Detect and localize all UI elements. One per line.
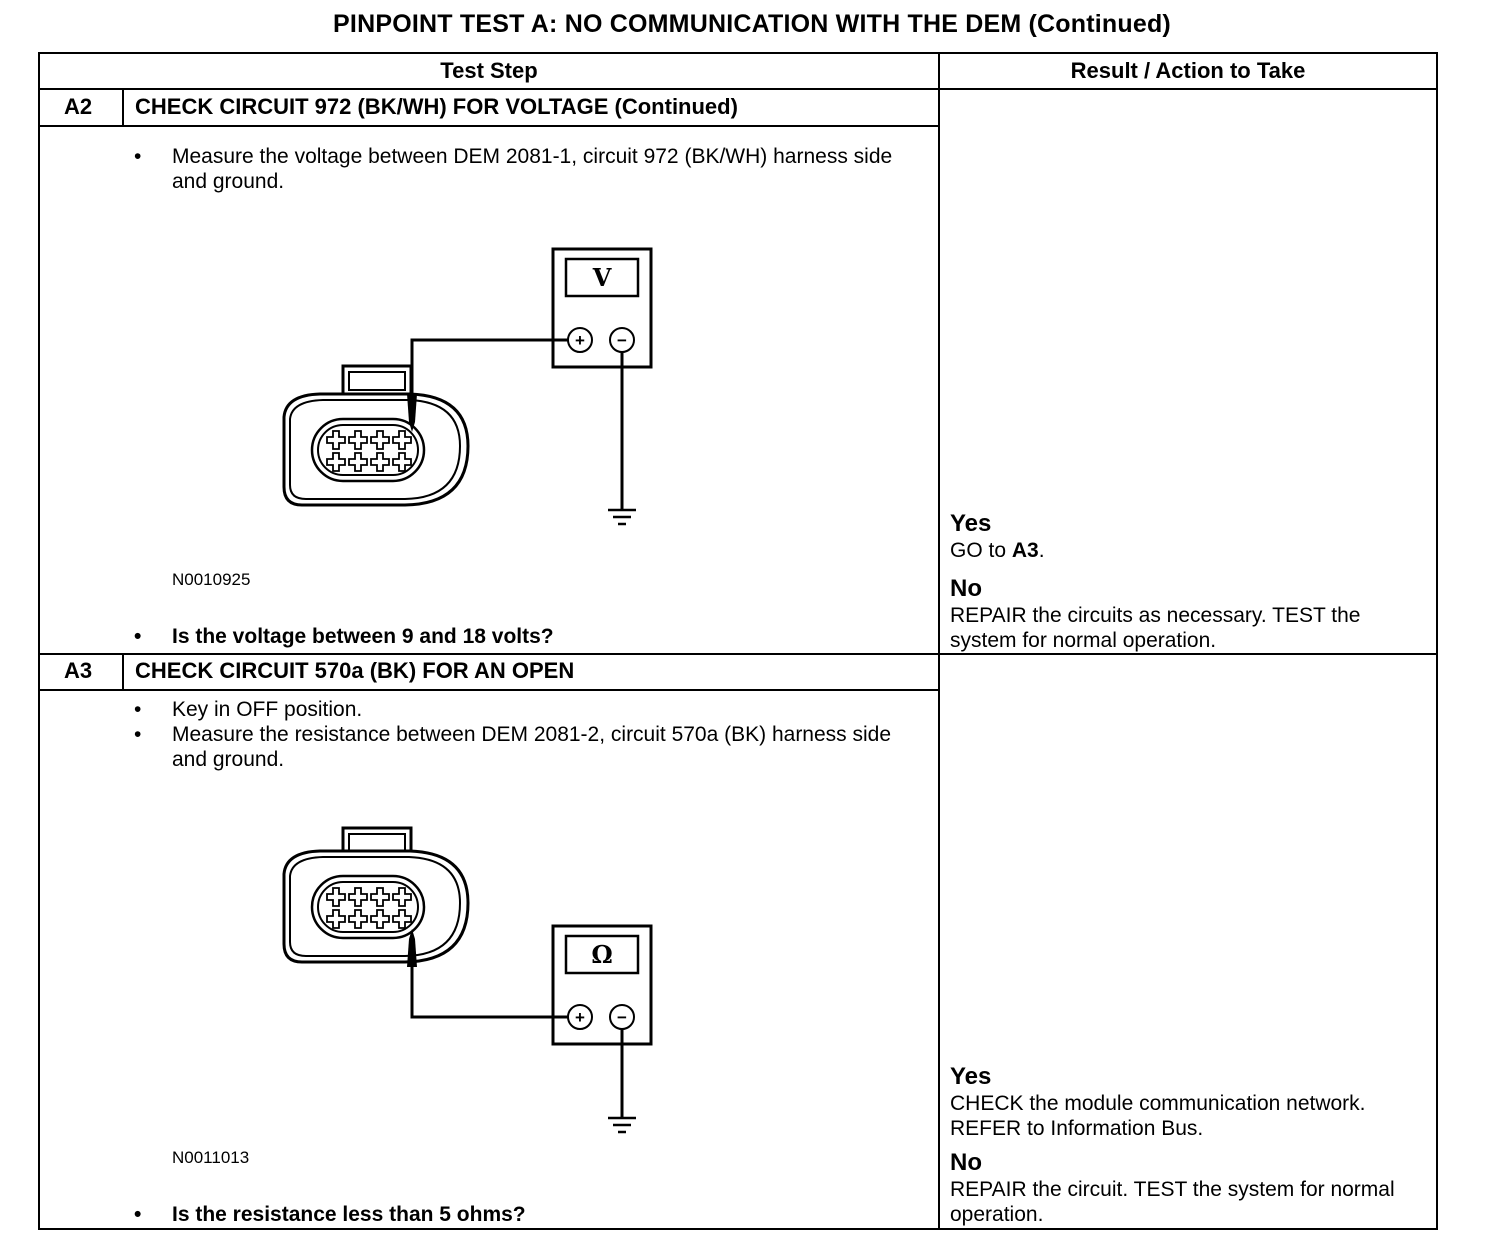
a2-meter-symbol: V <box>592 263 612 292</box>
step-id-a3: A3 <box>64 658 93 683</box>
a3-yes-text: CHECK the module communication network. … <box>950 1092 1366 1140</box>
a2-no-text: REPAIR the circuits as necessary. TEST t… <box>950 604 1361 652</box>
a3-question: • Is the resistance less than 5 ohms? <box>134 1203 526 1226</box>
a2-connector-pins <box>326 430 412 472</box>
step-title-divider-a3 <box>40 689 938 691</box>
a3-meter-display <box>564 934 640 975</box>
a2-yes-text: GO to A3. <box>950 539 1045 562</box>
page-title: PINPOINT TEST A: NO COMMUNICATION WITH T… <box>333 10 1171 38</box>
step-id-divider-a3 <box>122 655 124 690</box>
a3-result: Yes CHECK the module communication netwo… <box>950 1063 1420 1227</box>
a3-bullet-2: • Measure the resistance between DEM 208… <box>134 723 892 771</box>
a2-ground-symbol <box>608 508 636 526</box>
a3-bullet-1: • Key in OFF position. <box>134 698 363 721</box>
step-id-divider <box>122 90 124 126</box>
step-title-divider <box>40 125 938 127</box>
a2-bullet-1: • Measure the voltage between DEM 2081-1… <box>134 145 893 193</box>
header-test-step: Test Step <box>440 58 538 83</box>
a2-dem-connector <box>282 364 470 507</box>
a3-yes-label: Yes <box>950 1063 992 1090</box>
a3-dem-connector <box>282 826 470 964</box>
header-divider <box>40 88 1436 90</box>
a2-result: Yes GO to A3. No REPAIR the circuits as … <box>950 510 1420 653</box>
a3-connector-pins <box>326 887 412 929</box>
step-title-a2: CHECK CIRCUIT 972 (BK/WH) FOR VOLTAGE (C… <box>135 94 738 119</box>
step-divider <box>40 653 1436 655</box>
a3-plus-sign: + <box>575 1008 585 1027</box>
a2-figure-id: N0010925 <box>172 570 251 589</box>
a3-positive-lead <box>410 944 568 1019</box>
a2-no-label: No <box>950 575 982 602</box>
a3-resistance-measurement-diagram: Ω + − <box>282 826 653 1134</box>
a3-meter-symbol: Ω <box>591 940 612 969</box>
a2-yes-label: Yes <box>950 510 992 537</box>
step-title-a3: CHECK CIRCUIT 570a (BK) FOR AN OPEN <box>135 658 575 683</box>
step-id-a2: A2 <box>64 94 93 119</box>
column-divider <box>938 54 940 1228</box>
a2-question: • Is the voltage between 9 and 18 volts? <box>134 625 554 648</box>
a2-plus-sign: + <box>575 331 585 350</box>
a3-probe-tip <box>407 929 417 967</box>
a3-minus-sign: − <box>617 1008 627 1027</box>
a2-meter-display <box>564 257 640 298</box>
a2-minus-sign: − <box>617 331 627 350</box>
a2-voltage-measurement-diagram: V + − <box>282 247 653 526</box>
a3-ground-symbol <box>608 1116 636 1134</box>
a2-probe-tip-front <box>407 394 417 432</box>
a3-no-label: No <box>950 1149 982 1176</box>
a3-no-text: REPAIR the circuit. TEST the system for … <box>950 1178 1395 1226</box>
header-result: Result / Action to Take <box>1070 58 1306 83</box>
pinpoint-test-table: Test Step Result / Action to Take A2 CHE… <box>38 52 1438 1230</box>
a3-figure-id: N0011013 <box>172 1148 250 1167</box>
